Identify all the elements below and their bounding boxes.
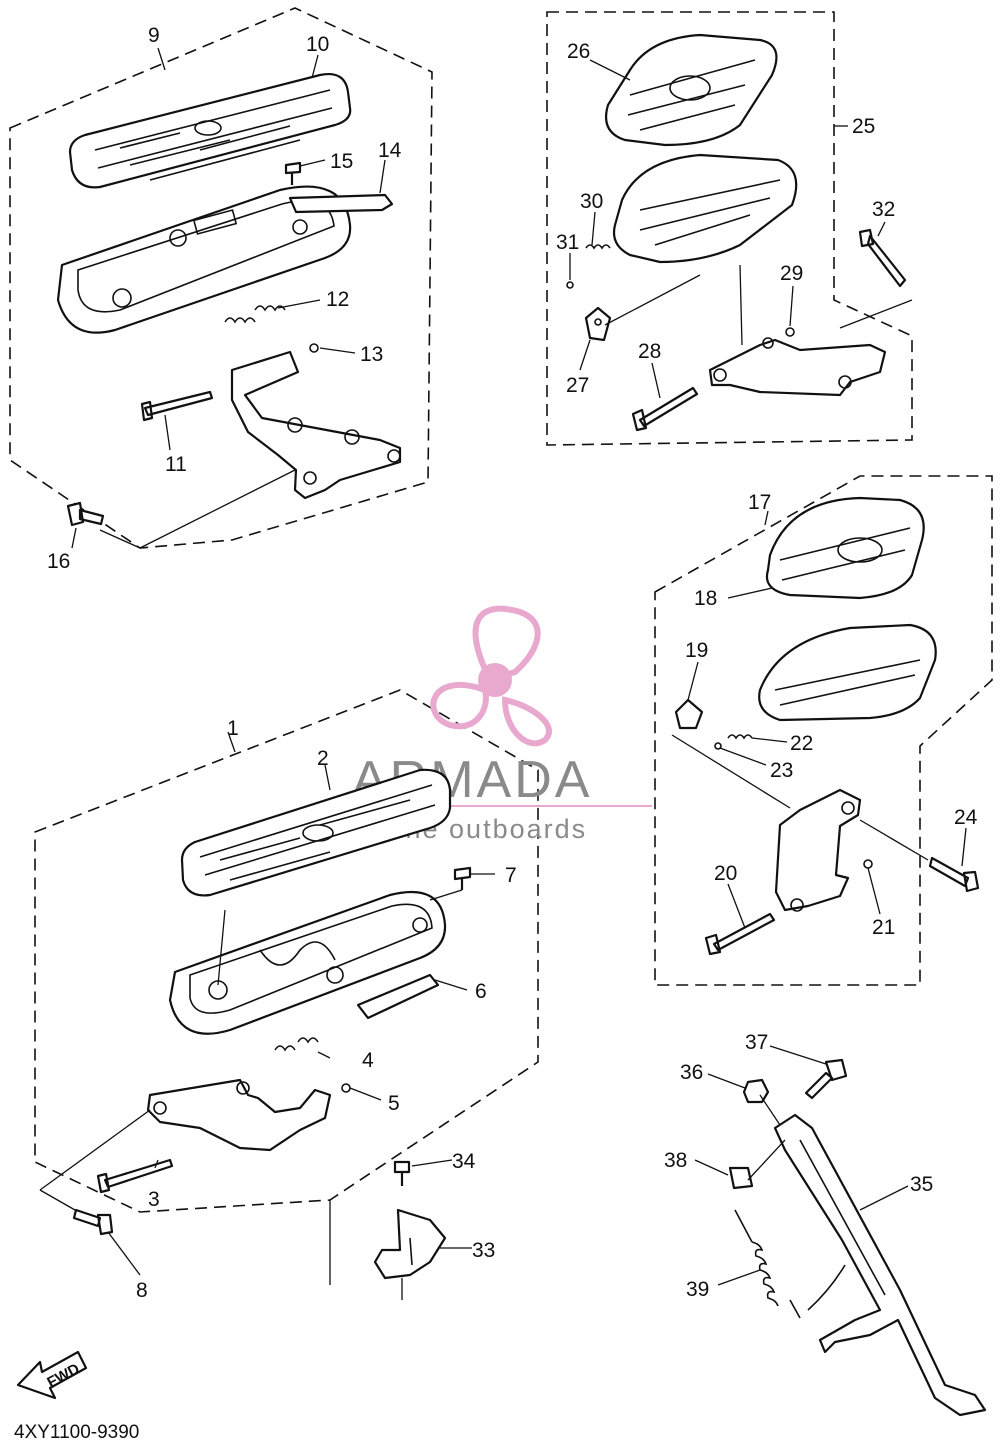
callout-22: 22 <box>790 732 813 755</box>
floorboard-assembly-9 <box>56 73 402 549</box>
bracket-14 <box>288 193 394 214</box>
assembly-outline-1 <box>34 689 539 1213</box>
footboard-cover-18 <box>765 496 925 600</box>
clip-21 <box>863 859 873 869</box>
side-stand-assembly <box>728 1058 987 1417</box>
callout-8: 8 <box>136 1279 148 1302</box>
callout-24: 24 <box>954 806 978 829</box>
pin-20 <box>704 912 776 956</box>
callout-21: 21 <box>872 916 895 939</box>
callout-14: 14 <box>378 139 402 162</box>
callout-36: 36 <box>680 1061 703 1084</box>
pin-3 <box>96 1158 174 1194</box>
screw-34 <box>393 1160 411 1186</box>
assembly-outline-17 <box>654 475 993 986</box>
bolt-8 <box>72 1208 114 1236</box>
footboard-cover-10 <box>68 73 352 189</box>
footboard-frame-1 <box>168 890 447 1035</box>
callout-37: 37 <box>745 1031 768 1054</box>
callout-26: 26 <box>567 40 590 63</box>
nut-36 <box>742 1078 770 1104</box>
fwd-arrow-icon: FWD <box>16 1350 88 1400</box>
callout-18: 18 <box>694 587 717 610</box>
pin-28 <box>631 386 699 432</box>
ball-23 <box>714 742 722 750</box>
footboard-cover-2 <box>180 768 452 897</box>
callout-32: 32 <box>872 198 895 221</box>
callout-17: 17 <box>748 491 771 514</box>
callout-28: 28 <box>638 340 661 363</box>
callout-35: 35 <box>910 1173 933 1196</box>
bolt-24 <box>928 856 980 893</box>
screw-15 <box>284 161 302 185</box>
armada-logo-icon <box>430 605 552 747</box>
callout-13: 13 <box>360 343 383 366</box>
callout-29: 29 <box>780 262 803 285</box>
assembly-outline-9 <box>9 7 433 549</box>
pin-11 <box>140 390 214 422</box>
callout-23: 23 <box>770 759 793 782</box>
leader-lines <box>71 47 967 1286</box>
callout-12: 12 <box>326 288 349 311</box>
callout-27: 27 <box>566 374 589 397</box>
bracket-arm-25 <box>708 338 887 397</box>
callout-6: 6 <box>475 980 487 1003</box>
spring-12 <box>224 305 286 324</box>
callout-labels: 1 2 3 4 5 6 7 8 9 10 11 12 13 14 15 16 1… <box>47 24 978 1302</box>
callout-34: 34 <box>452 1150 476 1173</box>
callout-3: 3 <box>148 1188 160 1211</box>
callout-5: 5 <box>388 1092 400 1115</box>
callout-20: 20 <box>714 862 737 885</box>
callout-19: 19 <box>685 639 708 662</box>
callout-30: 30 <box>580 190 603 213</box>
spring-4 <box>274 1037 319 1052</box>
footboard-frame-17 <box>758 623 937 722</box>
clip-5 <box>341 1083 351 1093</box>
side-stand-35 <box>773 1113 987 1417</box>
collar-38 <box>728 1166 754 1190</box>
spring-39 <box>751 1241 779 1307</box>
callout-4: 4 <box>362 1049 374 1072</box>
floorboard-assembly-1 <box>39 768 472 1236</box>
callout-15: 15 <box>330 150 353 173</box>
callout-7: 7 <box>505 864 517 887</box>
callout-33: 33 <box>472 1239 495 1262</box>
callout-11: 11 <box>165 453 187 476</box>
footboard-frame-25 <box>612 153 798 264</box>
screw-7 <box>453 866 472 890</box>
diagram-code: 4XY1100-9390 <box>14 1422 139 1443</box>
bracket-arm <box>230 350 402 500</box>
floorboard-assembly-17 <box>671 496 980 956</box>
footboard-cover-26 <box>604 33 778 147</box>
callout-39: 39 <box>686 1278 709 1301</box>
callout-1: 1 <box>227 717 239 740</box>
assembly-outline-25 <box>546 11 913 446</box>
plate-27 <box>584 306 612 342</box>
spring-30 <box>585 244 611 250</box>
clip-13 <box>309 343 319 353</box>
callout-38: 38 <box>664 1149 687 1172</box>
callout-16: 16 <box>47 550 70 573</box>
callout-25: 25 <box>852 115 875 138</box>
spring-22 <box>727 734 753 740</box>
bolt-32 <box>858 228 907 288</box>
bracket-assembly-33 <box>329 1160 447 1300</box>
ball-31 <box>566 281 574 289</box>
bracket-arm-17 <box>774 788 862 912</box>
callout-31: 31 <box>556 231 579 254</box>
bolt-16 <box>66 501 105 527</box>
callout-2: 2 <box>317 747 329 770</box>
bracket-arm-1 <box>146 1078 332 1152</box>
clip-29 <box>785 327 795 337</box>
floorboard-assembly-25 <box>566 33 913 432</box>
plate-6 <box>356 973 440 1020</box>
bolt-37 <box>804 1058 848 1100</box>
plate-19 <box>674 698 704 730</box>
callout-10: 10 <box>306 33 329 56</box>
callout-9: 9 <box>148 24 160 47</box>
